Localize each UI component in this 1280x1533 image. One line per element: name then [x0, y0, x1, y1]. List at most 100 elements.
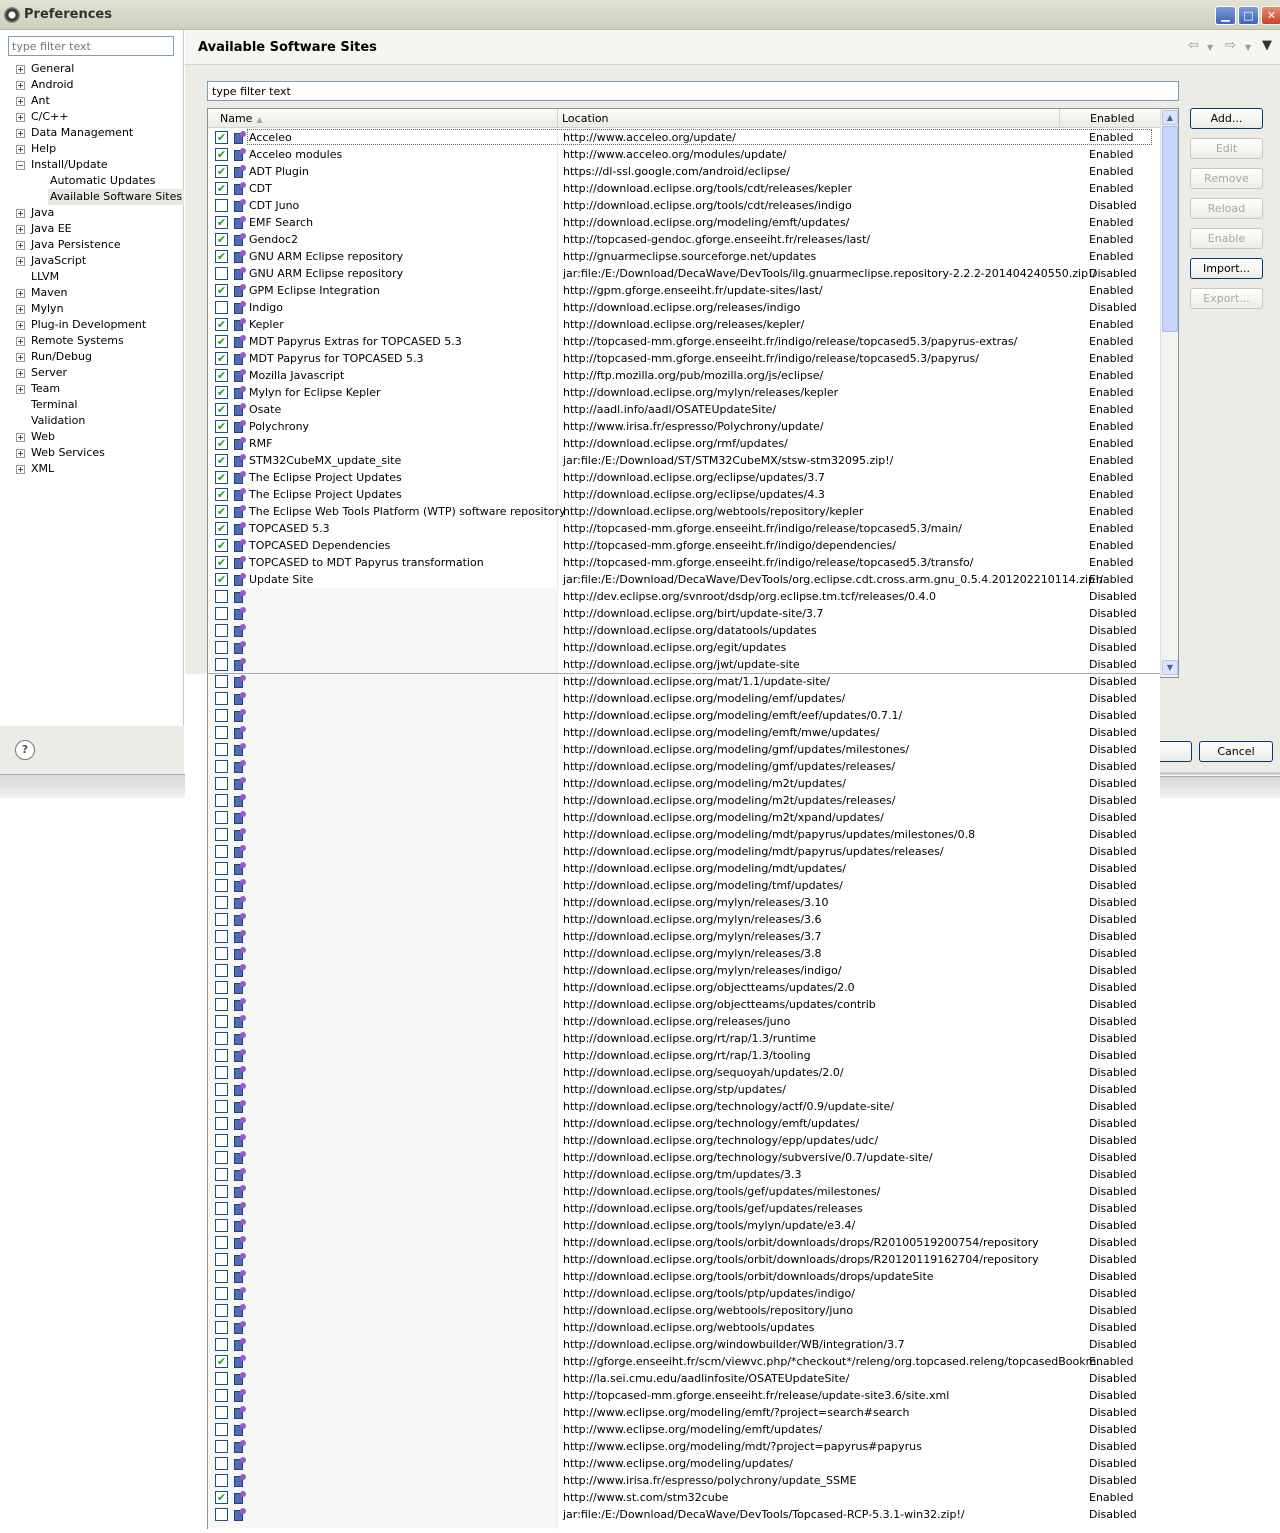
- tree-item[interactable]: Terminal: [0, 397, 184, 413]
- enable-checkbox[interactable]: [215, 1117, 228, 1130]
- enable-checkbox[interactable]: [215, 1066, 228, 1079]
- table-row[interactable]: http://download.eclipse.org/technology/a…: [208, 1098, 1160, 1115]
- table-row[interactable]: http://download.eclipse.org/mat/1.1/upda…: [208, 673, 1160, 690]
- enable-checkbox[interactable]: [215, 862, 228, 875]
- table-row[interactable]: http://www.eclipse.org/modeling/emft/?pr…: [208, 1404, 1160, 1421]
- tree-item[interactable]: LLVM: [0, 269, 184, 285]
- vertical-scrollbar[interactable]: ▲ ▼: [1160, 109, 1178, 677]
- table-row[interactable]: http://download.eclipse.org/tools/gef/up…: [208, 1183, 1160, 1200]
- enable-checkbox[interactable]: ✔: [215, 250, 228, 263]
- enable-checkbox[interactable]: [215, 1134, 228, 1147]
- expand-icon[interactable]: +: [16, 449, 25, 458]
- table-row[interactable]: http://download.eclipse.org/rt/rap/1.3/t…: [208, 1047, 1160, 1064]
- table-row[interactable]: http://download.eclipse.org/modeling/mdt…: [208, 860, 1160, 877]
- expand-icon[interactable]: +: [16, 145, 25, 154]
- back-arrow-icon[interactable]: ⇦: [1188, 38, 1199, 53]
- enable-checkbox[interactable]: ✔: [215, 488, 228, 501]
- enable-checkbox[interactable]: [215, 913, 228, 926]
- enable-checkbox[interactable]: ✔: [215, 437, 228, 450]
- enable-checkbox[interactable]: [215, 1440, 228, 1453]
- enable-checkbox[interactable]: [215, 845, 228, 858]
- enable-checkbox[interactable]: ✔: [215, 539, 228, 552]
- enable-checkbox[interactable]: ✔: [215, 369, 228, 382]
- expand-icon[interactable]: +: [16, 113, 25, 122]
- enable-checkbox[interactable]: [215, 964, 228, 977]
- enable-checkbox[interactable]: ✔: [215, 335, 228, 348]
- tree-item[interactable]: −Install/Update: [0, 157, 184, 173]
- enable-checkbox[interactable]: ✔: [215, 573, 228, 586]
- enable-checkbox[interactable]: [215, 1270, 228, 1283]
- table-row[interactable]: http://download.eclipse.org/releases/jun…: [208, 1013, 1160, 1030]
- enable-checkbox[interactable]: [215, 692, 228, 705]
- enable-checkbox[interactable]: ✔: [215, 284, 228, 297]
- tree-filter-input[interactable]: [8, 36, 174, 56]
- tree-item[interactable]: +Java EE: [0, 221, 184, 237]
- expand-icon[interactable]: +: [16, 97, 25, 106]
- enable-checkbox[interactable]: [215, 1423, 228, 1436]
- table-row[interactable]: ✔http://gforge.enseeiht.fr/scm/viewvc.ph…: [208, 1353, 1160, 1370]
- import-button[interactable]: Import...: [1190, 258, 1263, 279]
- enable-checkbox[interactable]: [215, 1508, 228, 1521]
- enable-checkbox[interactable]: [215, 998, 228, 1011]
- enable-checkbox[interactable]: ✔: [215, 505, 228, 518]
- expand-icon[interactable]: +: [16, 241, 25, 250]
- help-icon[interactable]: ?: [15, 740, 35, 760]
- tree-item[interactable]: +Java: [0, 205, 184, 221]
- enable-checkbox[interactable]: [215, 1151, 228, 1164]
- enable-checkbox[interactable]: ✔: [215, 1491, 228, 1504]
- enable-checkbox[interactable]: ✔: [215, 182, 228, 195]
- expand-icon[interactable]: +: [16, 81, 25, 90]
- table-row[interactable]: http://la.sei.cmu.edu/aadlinfosite/OSATE…: [208, 1370, 1160, 1387]
- table-row[interactable]: http://download.eclipse.org/modeling/m2t…: [208, 809, 1160, 826]
- tree-item[interactable]: +C/C++: [0, 109, 184, 125]
- enable-checkbox[interactable]: [215, 1304, 228, 1317]
- enable-checkbox[interactable]: ✔: [215, 352, 228, 365]
- enable-checkbox[interactable]: ✔: [215, 403, 228, 416]
- tree-item[interactable]: +Remote Systems: [0, 333, 184, 349]
- enable-checkbox[interactable]: [215, 879, 228, 892]
- table-row[interactable]: http://download.eclipse.org/tools/gef/up…: [208, 1200, 1160, 1217]
- scrollbar-thumb[interactable]: [1162, 126, 1178, 332]
- tree-item[interactable]: Validation: [0, 413, 184, 429]
- enable-checkbox[interactable]: [215, 199, 228, 212]
- enable-checkbox[interactable]: [215, 1185, 228, 1198]
- table-row[interactable]: http://download.eclipse.org/objectteams/…: [208, 996, 1160, 1013]
- tree-item[interactable]: +Web Services: [0, 445, 184, 461]
- table-row[interactable]: http://download.eclipse.org/modeling/gmf…: [208, 758, 1160, 775]
- table-row[interactable]: http://download.eclipse.org/egit/updates…: [208, 639, 1160, 656]
- enable-checkbox[interactable]: [215, 590, 228, 603]
- close-button[interactable]: ✕: [1261, 6, 1280, 25]
- enable-checkbox[interactable]: [215, 947, 228, 960]
- enable-checkbox[interactable]: [215, 301, 228, 314]
- table-row[interactable]: http://download.eclipse.org/windowbuilde…: [208, 1336, 1160, 1353]
- enable-checkbox[interactable]: [215, 1287, 228, 1300]
- scroll-down-icon[interactable]: ▼: [1162, 660, 1178, 675]
- enable-checkbox[interactable]: ✔: [215, 233, 228, 246]
- tree-item[interactable]: +General: [0, 61, 184, 77]
- tree-item[interactable]: +Data Management: [0, 125, 184, 141]
- table-row[interactable]: http://download.eclipse.org/tm/updates/3…: [208, 1166, 1160, 1183]
- table-row[interactable]: http://download.eclipse.org/modeling/m2t…: [208, 792, 1160, 809]
- enable-checkbox[interactable]: [215, 981, 228, 994]
- expand-icon[interactable]: +: [16, 337, 25, 346]
- view-menu-icon[interactable]: ▼: [1262, 38, 1272, 53]
- enable-checkbox[interactable]: [215, 1338, 228, 1351]
- enable-checkbox[interactable]: [215, 1015, 228, 1028]
- enable-checkbox[interactable]: [215, 1321, 228, 1334]
- enable-checkbox[interactable]: ✔: [215, 1355, 228, 1368]
- table-row[interactable]: http://download.eclipse.org/webtools/rep…: [208, 1302, 1160, 1319]
- enable-checkbox[interactable]: [215, 1253, 228, 1266]
